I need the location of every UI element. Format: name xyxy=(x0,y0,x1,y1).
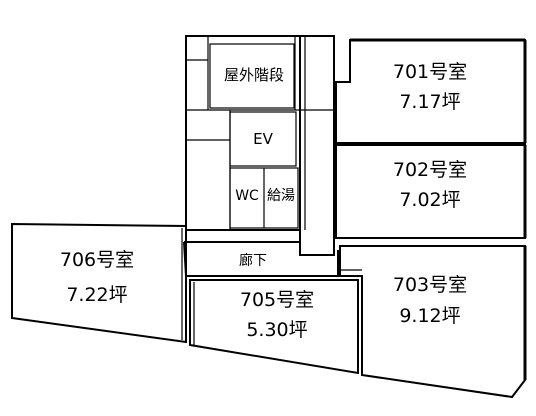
wc-label: WC xyxy=(235,188,259,204)
corridor-label: 廊下 xyxy=(239,252,267,269)
elevator-box xyxy=(229,111,297,167)
room-703-area: 9.12坪 xyxy=(399,305,460,327)
elevator-label: EV xyxy=(253,130,273,148)
room-702-name: 702号室 xyxy=(393,159,467,181)
room-705-area: 5.30坪 xyxy=(246,319,307,341)
kitchen-label: 給湯 xyxy=(267,187,295,204)
stairs-label: 屋外階段 xyxy=(224,66,284,84)
room-706-outline xyxy=(11,222,187,344)
room-701-area: 7.17坪 xyxy=(399,91,460,113)
room-703-name: 703号室 xyxy=(393,274,467,296)
room-705-name: 705号室 xyxy=(240,289,314,311)
room-702-area: 7.02坪 xyxy=(399,189,460,211)
room-701-name: 701号室 xyxy=(393,61,467,83)
room-706-name: 706号室 xyxy=(60,249,134,271)
stairs-box xyxy=(209,43,295,109)
room-705-outline xyxy=(189,279,359,375)
room-706-area: 7.22坪 xyxy=(66,284,127,306)
